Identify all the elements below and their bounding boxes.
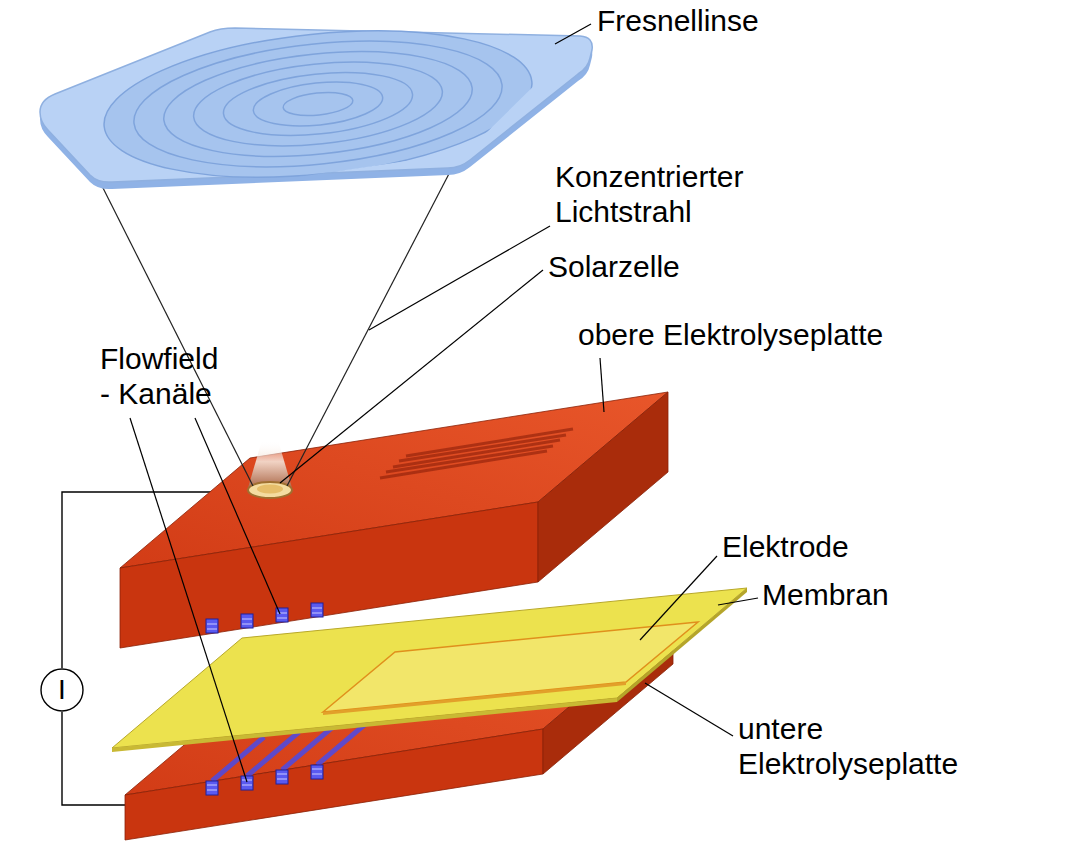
coil-line xyxy=(312,613,322,614)
coil-line xyxy=(207,785,217,786)
coil-line xyxy=(312,774,322,775)
leader-line xyxy=(600,358,604,412)
coil-line xyxy=(207,790,217,791)
part-label: Flowfield - Kanäle xyxy=(100,342,228,411)
lens-ring xyxy=(190,51,447,157)
coil-line xyxy=(242,785,252,786)
electrode-edge xyxy=(323,682,626,715)
label-anchor: Solarzelle xyxy=(548,250,680,285)
coil-line xyxy=(207,624,217,625)
coil-line xyxy=(277,618,287,619)
part-label: obere Elektrolyseplatte xyxy=(578,318,883,353)
channel-opening xyxy=(206,619,218,633)
label-anchor: Elektrode xyxy=(722,530,849,565)
channel-opening xyxy=(241,614,253,628)
coil-line xyxy=(312,608,322,609)
channel-openings xyxy=(206,603,323,633)
leader-line xyxy=(195,418,280,614)
label-anchor: Fresnellinse xyxy=(597,4,759,39)
part-label: Fresnellinse xyxy=(597,4,759,39)
leader-line xyxy=(555,24,591,44)
leader-line xyxy=(645,683,733,736)
upper-plate-front xyxy=(120,502,538,648)
leader-line xyxy=(280,270,543,483)
channel-coil xyxy=(207,608,322,629)
meter-circle: I xyxy=(40,668,84,712)
leader-lines xyxy=(130,24,758,782)
channel-groove xyxy=(247,732,299,776)
upper-plate-side xyxy=(538,392,668,582)
channel-coil xyxy=(207,769,322,790)
label-anchor: Membran xyxy=(762,578,889,613)
plate-grooves xyxy=(380,429,573,478)
channel-opening xyxy=(311,765,323,779)
coil-line xyxy=(242,619,252,620)
coil-line xyxy=(277,779,287,780)
coil-line xyxy=(277,774,287,775)
part-label: Elektrode xyxy=(722,530,849,565)
solar-cell xyxy=(248,482,292,498)
coil-line xyxy=(277,613,287,614)
meter-circle-outline xyxy=(41,669,83,711)
groove xyxy=(399,435,566,461)
part-label: Konzentrierter Lichtstrahl xyxy=(555,160,795,229)
label-anchor: Konzentrierter Lichtstrahl xyxy=(555,160,795,229)
channel-groove xyxy=(212,737,264,781)
label-anchor: Flowfield - Kanäle xyxy=(100,342,228,411)
part-label: Solarzelle xyxy=(548,250,680,285)
circuit-wire xyxy=(62,712,125,805)
lens-ring xyxy=(220,64,415,144)
coil-line xyxy=(207,629,217,630)
leader-line xyxy=(640,556,717,640)
groove xyxy=(406,429,573,456)
leader-line xyxy=(130,418,247,782)
electrode xyxy=(323,622,698,712)
lens-ring xyxy=(159,38,478,170)
coil-line xyxy=(312,769,322,770)
leader-line xyxy=(718,598,758,605)
light-beam xyxy=(100,182,253,486)
lower-plate-front xyxy=(125,729,543,840)
label-anchor: obere Elektrolyseplatte xyxy=(578,318,883,353)
lens-ring xyxy=(128,25,509,183)
lens-ring xyxy=(282,89,354,118)
channel-opening xyxy=(276,770,288,784)
lens-ring xyxy=(97,12,539,196)
lens-ring xyxy=(251,76,385,131)
coil-line xyxy=(242,624,252,625)
light-beam xyxy=(287,168,452,486)
solar-cell-core xyxy=(257,485,283,494)
channel-opening xyxy=(241,776,253,790)
channel-opening xyxy=(206,781,218,795)
part-label: Membran xyxy=(762,578,889,613)
channel-openings xyxy=(206,765,323,795)
label-anchor: untere Elektrolyseplatte xyxy=(738,712,1000,781)
meter-symbol: I xyxy=(58,676,66,704)
leader-line xyxy=(369,226,550,330)
part-label: untere Elektrolyseplatte xyxy=(738,712,1000,781)
light-cone xyxy=(248,440,292,488)
channel-opening xyxy=(311,603,323,617)
lens-rings xyxy=(97,12,539,196)
